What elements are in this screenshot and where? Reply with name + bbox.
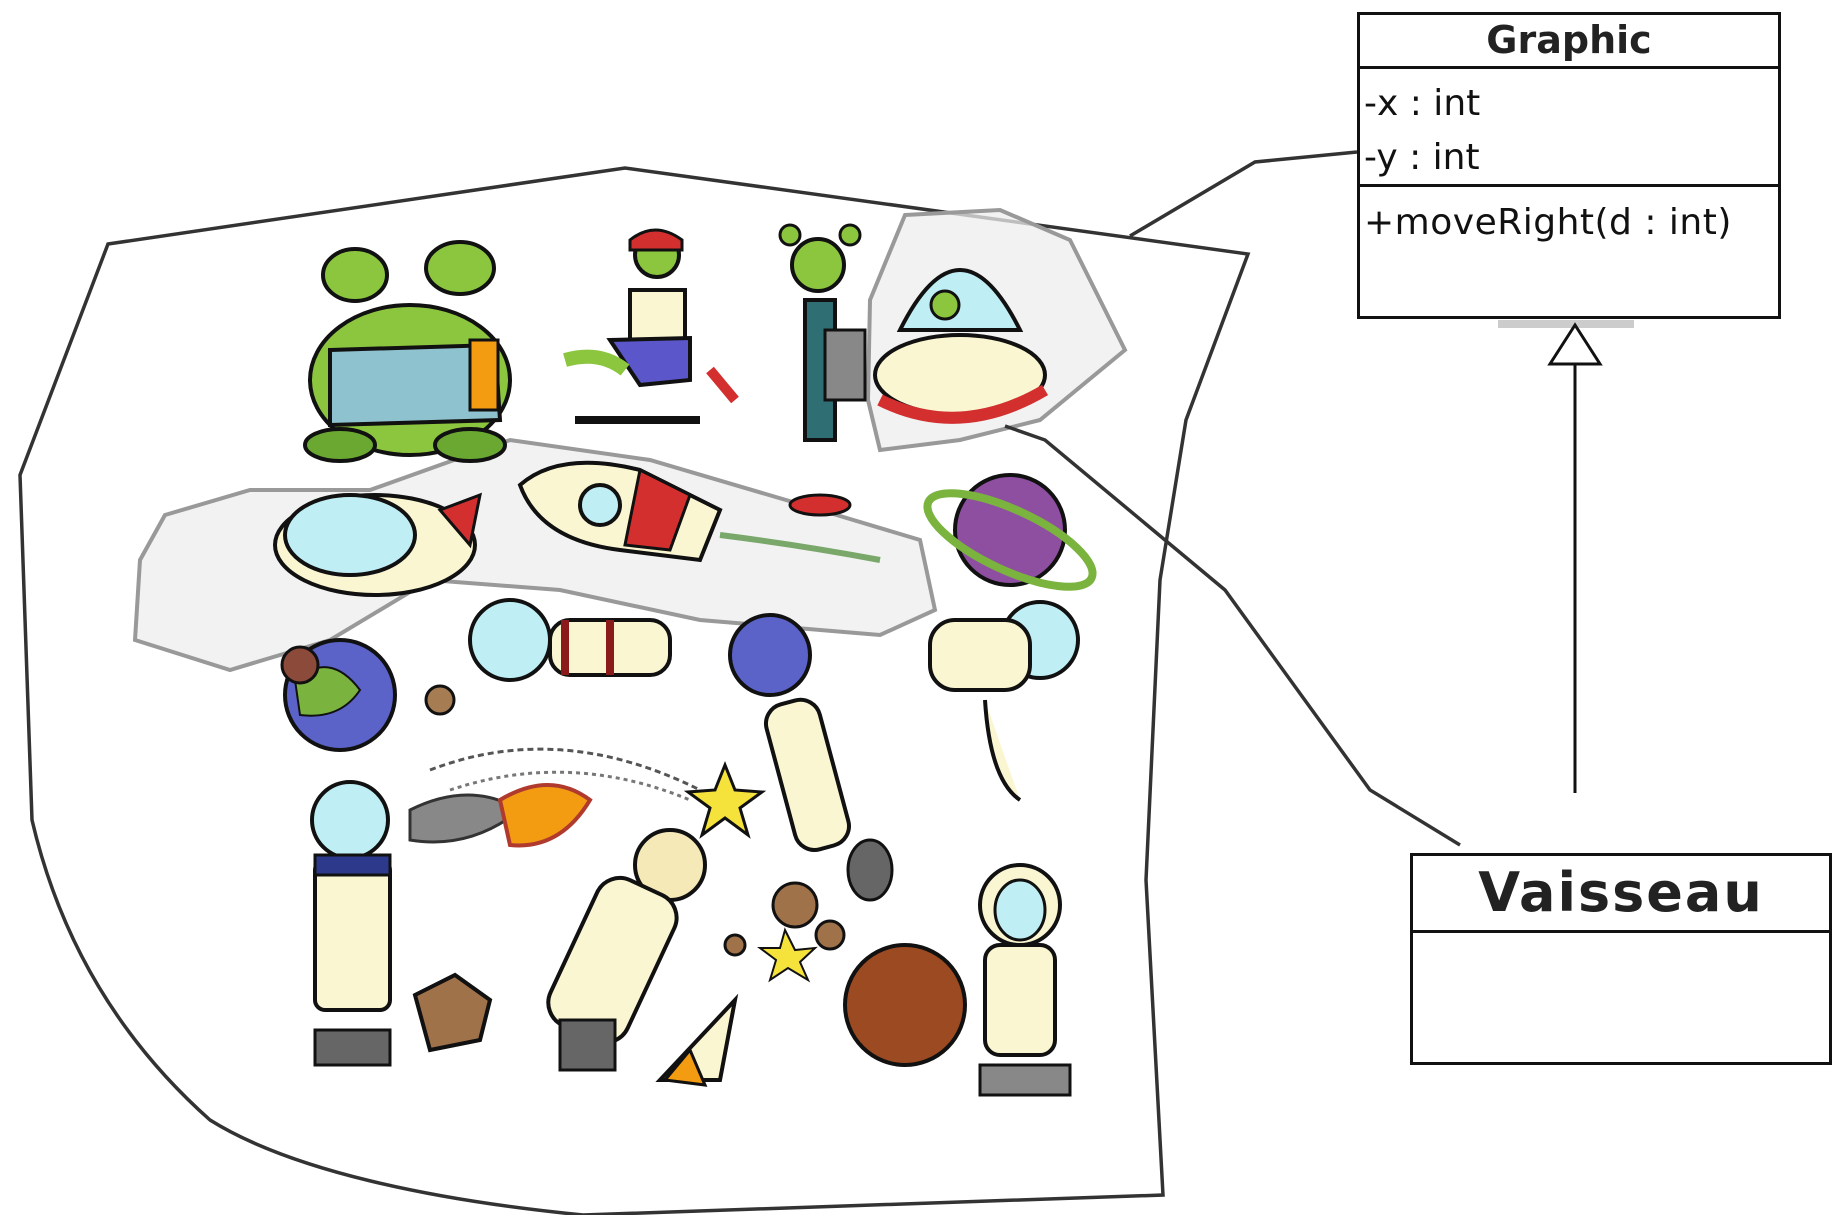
operation-move-right: +moveRight(d : int) — [1364, 202, 1732, 243]
graphic-class-box: Graphic -x : int -y : int +moveRight(d :… — [1357, 12, 1781, 319]
tall-alien-icon — [778, 223, 867, 517]
vaisseau-link-line — [1004, 424, 1461, 847]
standing-astronaut-right-icon — [978, 863, 1072, 1097]
tumbling-astronaut-icon — [928, 600, 1080, 802]
earth-planet-icon — [280, 638, 456, 752]
mini-rocket-icon — [655, 993, 739, 1087]
space-clipart — [132, 207, 1128, 1097]
graphic-attributes: -x : int -y : int — [1360, 69, 1778, 187]
graphic-link-line — [1129, 150, 1358, 238]
object-set-outline — [18, 166, 1251, 1215]
shooting-star-icon — [429, 747, 767, 839]
vaisseau-class-box: Vaisseau — [1410, 853, 1832, 1065]
standing-astronaut-icon — [310, 780, 392, 1067]
flying-saucer-icon — [873, 268, 1049, 424]
frog-alien-icon — [303, 240, 512, 463]
leaning-astronaut-icon — [546, 828, 707, 1072]
vaisseau-class-name: Vaisseau — [1413, 856, 1829, 933]
brown-planet-icon — [843, 943, 967, 1067]
asteroid-burst-icon — [723, 881, 846, 983]
floating-astronaut-icon — [468, 598, 672, 682]
ringed-planet-icon — [923, 473, 1097, 591]
attribute-y: -y : int — [1364, 137, 1480, 178]
comet-icon — [408, 783, 593, 848]
rocket-icon — [517, 460, 881, 563]
rock-icon — [412, 972, 493, 1053]
graphic-class-name: Graphic — [1360, 15, 1778, 69]
generalization-arrow — [1498, 320, 1634, 793]
skater-alien-icon — [563, 228, 739, 424]
attribute-x: -x : int — [1364, 83, 1481, 124]
graphic-operations: +moveRight(d : int) — [1360, 187, 1778, 249]
diving-astronaut-icon — [728, 613, 894, 902]
spaceship-icon — [273, 492, 483, 597]
